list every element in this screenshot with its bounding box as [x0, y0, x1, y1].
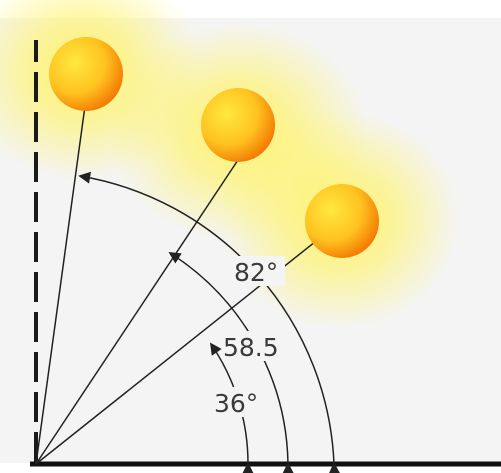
ray-sun-high: [35, 105, 86, 465]
angle-label-mid: 58.5: [223, 333, 279, 362]
angle-label-low: 36°: [214, 389, 258, 418]
sun-icon: [305, 184, 379, 258]
sun-icon: [201, 88, 275, 162]
label-bg-low: [210, 387, 270, 417]
label-backgrounds: [210, 256, 290, 417]
sun-icon: [49, 37, 123, 111]
label-bg-high: [233, 256, 285, 286]
label-bg-mid: [222, 331, 290, 361]
suns: [49, 37, 379, 258]
angle-label-high: 82°: [234, 258, 278, 287]
